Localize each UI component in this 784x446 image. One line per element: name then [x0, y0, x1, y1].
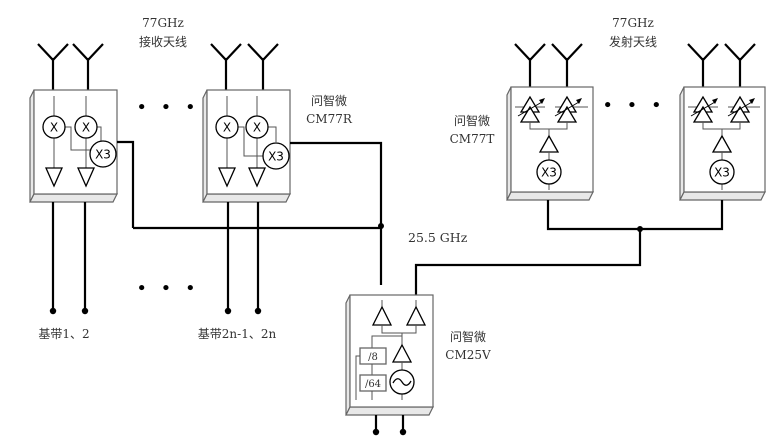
antenna-icon: [724, 43, 756, 87]
amplifier-icon: [217, 167, 237, 188]
continuation-dots-rx-bottom: • • •: [136, 278, 199, 299]
baseband-outputs-n: [224, 202, 262, 315]
antenna-icon: [247, 43, 279, 90]
vco-chip-model-label: CM25V: [445, 348, 491, 362]
amplifier-icon: [76, 167, 96, 188]
svg-text:X3: X3: [95, 148, 111, 162]
mixer-icon: X: [215, 115, 239, 139]
svg-text:X: X: [50, 121, 58, 135]
continuation-dots-tx: • • •: [602, 95, 665, 116]
rx-antenna-freq-label: 77GHz: [142, 16, 184, 30]
rx-chip-vendor-label: 问智微: [311, 93, 347, 108]
antenna-icon: [551, 43, 583, 87]
lo-bus-tx: [414, 200, 724, 295]
svg-text:X3: X3: [268, 150, 284, 164]
antenna-icon: [210, 43, 242, 90]
chip-body: [206, 89, 291, 195]
svg-text:/8: /8: [368, 352, 378, 363]
svg-text:X3: X3: [541, 166, 557, 180]
svg-text:X: X: [82, 121, 90, 135]
divide-by-64-block: /64: [359, 374, 387, 392]
phase-shifter-amplifier-icon: [554, 95, 582, 123]
tripler-icon: X3: [89, 140, 117, 168]
amplifier-icon: [247, 167, 267, 188]
antenna-icon: [72, 43, 104, 90]
divide-by-8-block: /8: [359, 347, 387, 365]
tx-chip-1: X3: [506, 43, 594, 201]
antenna-icon: [514, 43, 546, 87]
mixer-icon: X: [74, 115, 98, 139]
baseband-outputs-1: [49, 202, 89, 315]
rx-chip-1: X X X3: [29, 43, 135, 228]
svg-text:X: X: [223, 121, 231, 135]
tripler-icon: X3: [536, 159, 562, 185]
rx-chip-model-label: CM77R: [306, 112, 353, 126]
tx-chip-n: X3: [679, 43, 766, 201]
baseband-2n-label: 基带2n-1、2n: [198, 327, 277, 341]
amplifier-icon: [44, 167, 64, 188]
rx-chip-n: X X X3: [202, 43, 383, 285]
vco-chip: /8 /64: [345, 294, 434, 436]
baseband-1-2-label: 基带1、2: [38, 327, 89, 341]
svg-text:/64: /64: [365, 379, 381, 390]
phase-shifter-amplifier-icon: [690, 95, 718, 123]
tx-antenna-freq-label: 77GHz: [612, 16, 654, 30]
antenna-icon: [37, 43, 69, 90]
junction-dot: [378, 223, 384, 229]
tripler-icon: X3: [709, 159, 735, 185]
phase-shifter-amplifier-icon: [727, 95, 755, 123]
tripler-icon: X3: [262, 142, 290, 170]
svg-text:X: X: [253, 121, 261, 135]
tx-chip-vendor-label: 问智微: [454, 113, 490, 128]
rx-antenna-name-label: 接收天线: [139, 34, 187, 49]
mixer-icon: X: [42, 115, 66, 139]
vco-chip-vendor-label: 问智微: [450, 329, 486, 344]
antenna-icon: [687, 43, 719, 87]
mixer-icon: X: [245, 115, 269, 139]
lo-frequency-label: 25.5 GHz: [408, 230, 468, 245]
svg-text:X3: X3: [714, 166, 730, 180]
tx-antenna-name-label: 发射天线: [609, 34, 657, 49]
oscillator-icon: [389, 369, 415, 395]
continuation-dots-rx-top: • • •: [136, 97, 199, 118]
junction-dot: [637, 226, 643, 232]
tx-chip-model-label: CM77T: [450, 132, 495, 146]
phase-shifter-amplifier-icon: [517, 95, 545, 123]
